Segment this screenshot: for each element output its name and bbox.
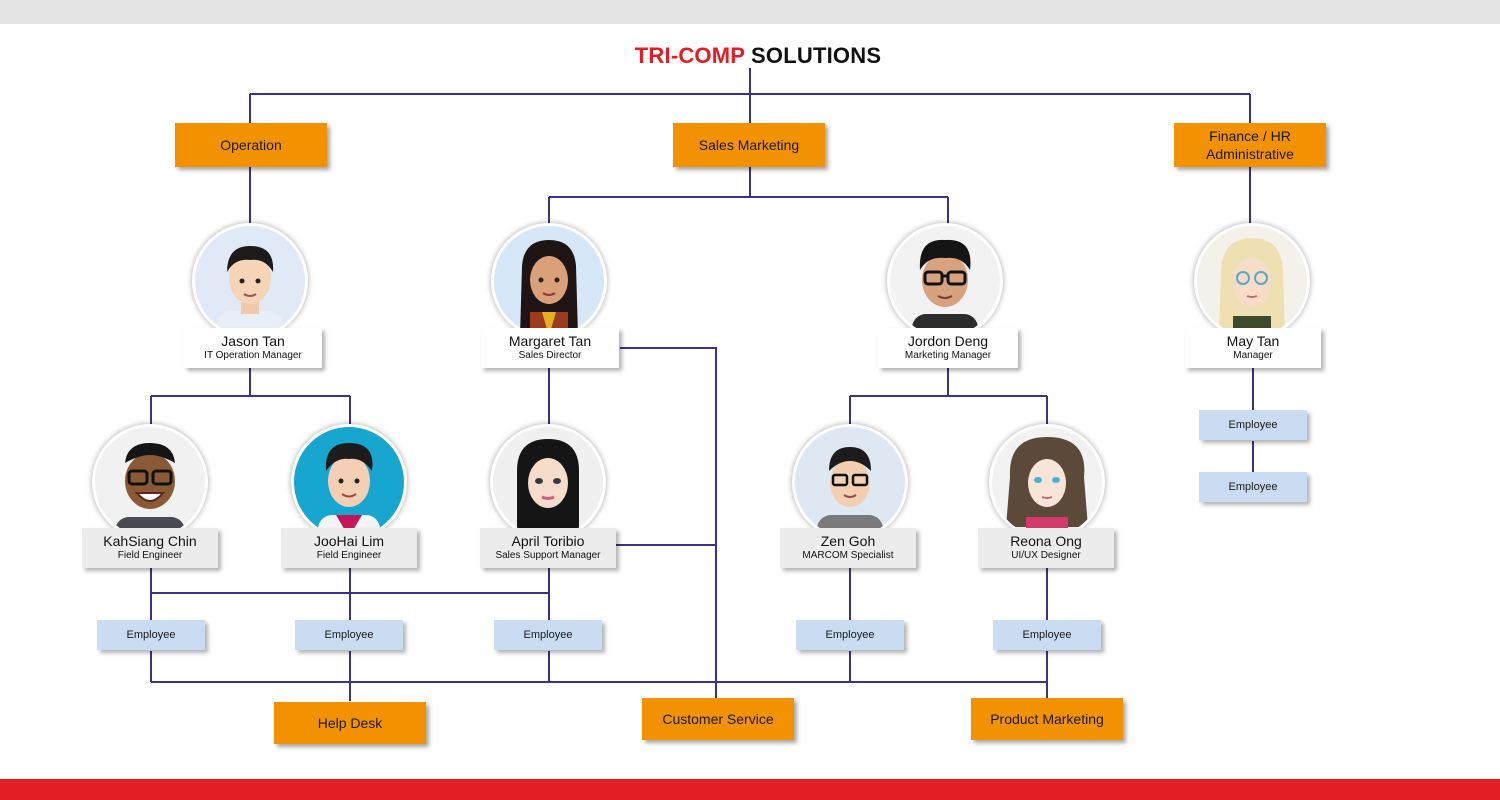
card-jordon-name: Jordon Deng xyxy=(907,333,989,349)
card-april[interactable]: April Toribio Sales Support Manager xyxy=(480,528,616,568)
card-reona[interactable]: Reona Ong UI/UX Designer xyxy=(978,528,1114,568)
avatar-margaret-icon xyxy=(520,240,578,336)
employee-box[interactable]: Employee xyxy=(97,620,205,650)
bottom-bar xyxy=(0,779,1500,800)
card-kahsiang-role: Field Engineer xyxy=(117,550,183,561)
card-zen-name: Zen Goh xyxy=(820,533,876,549)
card-margaret-role: Sales Director xyxy=(518,350,582,361)
avatar-margaret xyxy=(491,223,607,339)
page-title: TRI-COMP SOLUTIONS xyxy=(500,43,1016,69)
employee-label: Employee xyxy=(1022,629,1072,641)
employee-box[interactable]: Employee xyxy=(1199,410,1307,440)
avatar-april-icon xyxy=(517,439,579,537)
card-may-role: Manager xyxy=(1233,350,1273,361)
avatar-jordon-icon xyxy=(912,239,978,336)
dept-operation-label: Operation xyxy=(220,137,282,153)
avatar-reona-icon xyxy=(1006,437,1088,537)
employee-label: Employee xyxy=(324,629,374,641)
avatar-kahsiang xyxy=(92,424,208,540)
avatar-may xyxy=(1194,223,1310,339)
card-april-name: April Toribio xyxy=(511,533,585,549)
card-zen[interactable]: Zen Goh MARCOM Specialist xyxy=(780,528,916,568)
avatar-zen xyxy=(792,424,908,540)
avatar-april xyxy=(490,424,606,540)
avatar-kahsiang-icon xyxy=(115,443,185,537)
card-jason-role: IT Operation Manager xyxy=(204,350,302,361)
employee-label: Employee xyxy=(825,629,875,641)
dept-product-marketing[interactable]: Product Marketing xyxy=(971,698,1123,740)
employee-label: Employee xyxy=(1228,481,1278,493)
dept-operation[interactable]: Operation xyxy=(175,123,327,167)
dept-help-desk[interactable]: Help Desk xyxy=(274,702,426,744)
card-margaret-name: Margaret Tan xyxy=(508,333,592,349)
employee-label: Employee xyxy=(126,629,176,641)
card-reona-role: UI/UX Designer xyxy=(1011,550,1081,561)
employee-label: Employee xyxy=(523,629,573,641)
card-jason-name: Jason Tan xyxy=(221,333,285,349)
employee-box[interactable]: Employee xyxy=(993,620,1101,650)
dept-finance-hr[interactable]: Finance / HR Administrative xyxy=(1174,123,1326,167)
card-jordon[interactable]: Jordon Deng Marketing Manager xyxy=(878,328,1018,368)
dept-customer-service-label: Customer Service xyxy=(662,711,774,727)
card-may[interactable]: May Tan Manager xyxy=(1185,328,1321,368)
card-may-name: May Tan xyxy=(1226,333,1280,349)
employee-box[interactable]: Employee xyxy=(295,620,403,650)
employee-box[interactable]: Employee xyxy=(494,620,602,650)
title-rest: SOLUTIONS xyxy=(744,43,882,68)
employee-box[interactable]: Employee xyxy=(796,620,904,650)
dept-sales-marketing[interactable]: Sales Marketing xyxy=(673,123,825,167)
top-bar xyxy=(0,0,1500,24)
dept-product-marketing-label: Product Marketing xyxy=(990,711,1104,727)
dept-customer-service[interactable]: Customer Service xyxy=(642,698,794,740)
dept-finance-line2: Administrative xyxy=(1206,146,1294,162)
card-zen-role: MARCOM Specialist xyxy=(802,550,894,561)
card-jason[interactable]: Jason Tan IT Operation Manager xyxy=(184,328,322,368)
avatar-reona xyxy=(989,424,1105,540)
avatar-jason xyxy=(192,223,308,339)
dept-finance-line1: Finance / HR xyxy=(1209,128,1291,144)
card-kahsiang-name: KahSiang Chin xyxy=(103,533,197,549)
dept-help-desk-label: Help Desk xyxy=(317,715,383,731)
card-joohai-name: JooHai Lim xyxy=(313,533,385,549)
avatar-may-icon xyxy=(1219,238,1285,336)
card-april-role: Sales Support Manager xyxy=(495,550,601,561)
card-joohai[interactable]: JooHai Lim Field Engineer xyxy=(281,528,417,568)
dept-sales-marketing-label: Sales Marketing xyxy=(698,137,800,153)
title-accent: TRI-COMP xyxy=(634,43,745,68)
card-kahsiang[interactable]: KahSiang Chin Field Engineer xyxy=(82,528,218,568)
card-reona-name: Reona Ong xyxy=(1010,533,1082,549)
employee-box[interactable]: Employee xyxy=(1199,472,1307,502)
card-margaret[interactable]: Margaret Tan Sales Director xyxy=(481,328,619,368)
avatar-zen-icon xyxy=(817,447,883,537)
card-joohai-role: Field Engineer xyxy=(316,550,382,561)
avatar-joohai-icon xyxy=(318,443,380,537)
avatar-jordon xyxy=(887,223,1003,339)
avatar-joohai xyxy=(291,424,407,540)
card-jordon-role: Marketing Manager xyxy=(904,350,992,361)
avatar-jason-icon xyxy=(217,246,283,336)
employee-label: Employee xyxy=(1228,419,1278,431)
